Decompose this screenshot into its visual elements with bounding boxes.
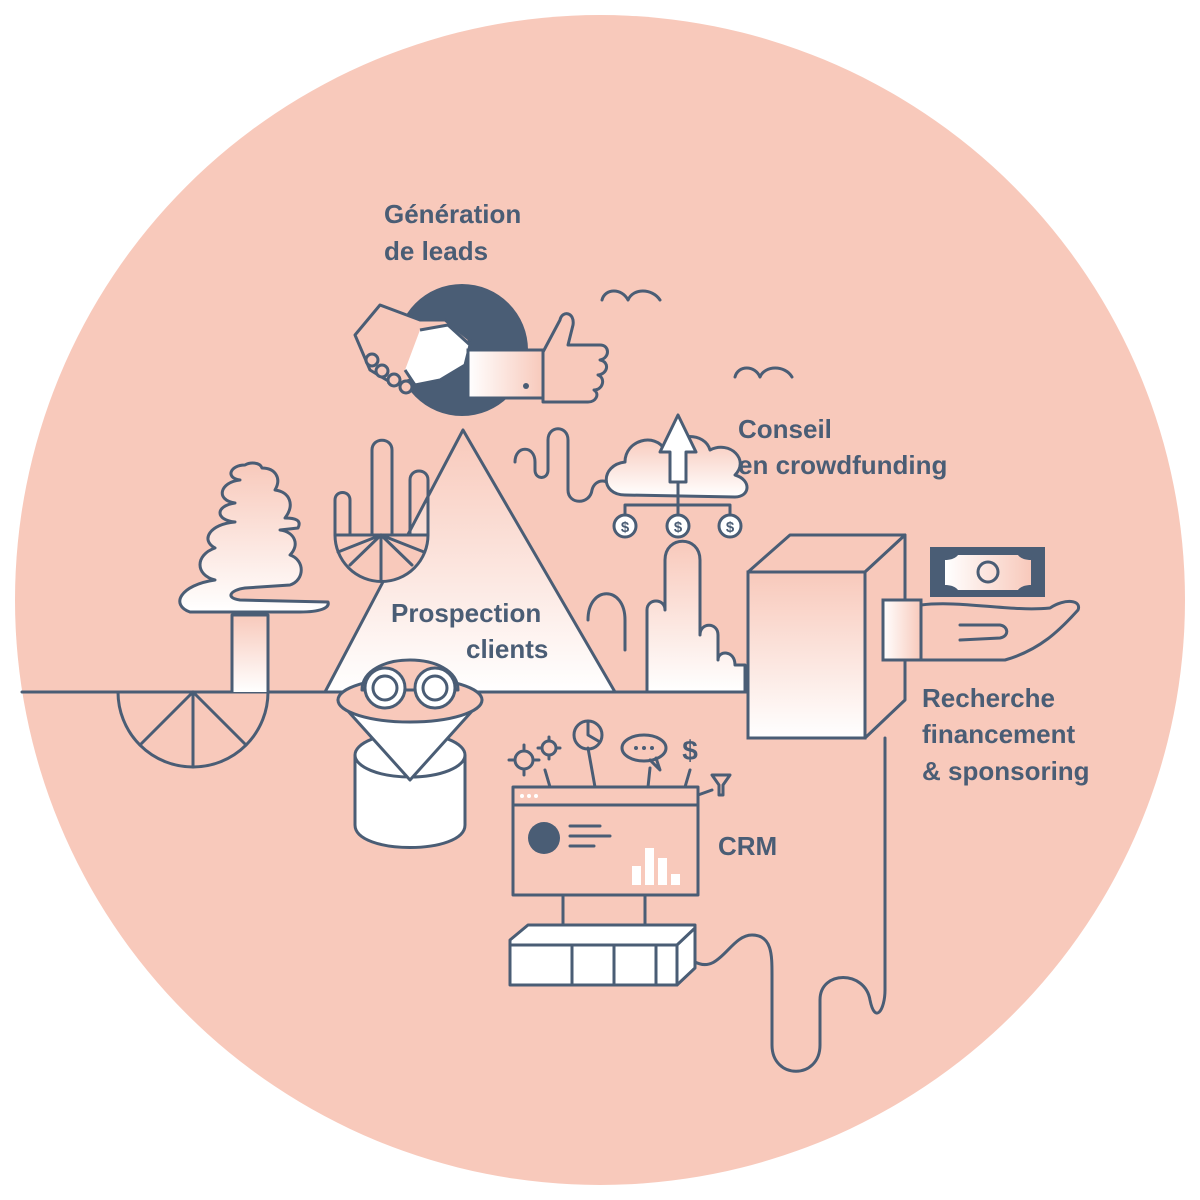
cloud-upload-icon (604, 413, 749, 522)
squiggle-line (513, 427, 614, 503)
thumbs-up-icon (466, 312, 609, 404)
pie-chart-icon (572, 719, 604, 751)
banknote-icon (930, 547, 1045, 597)
background-circle (15, 15, 1185, 1185)
label-prospection-2: clients (466, 634, 548, 664)
gear-icon (507, 735, 562, 777)
bird-icon (733, 366, 794, 379)
label-financing-1: Recherche (922, 683, 1055, 713)
svg-text:$: $ (726, 519, 735, 536)
svg-text:$: $ (682, 735, 698, 766)
cactus-right (586, 539, 747, 694)
cactus-left (333, 438, 430, 583)
safe-box-icon (746, 533, 907, 740)
funnel-icon (696, 773, 732, 797)
label-prospection-1: Prospection (391, 598, 541, 628)
label-crm: CRM (718, 831, 777, 861)
crm-dashboard-icon (508, 746, 700, 987)
label-financing-2: financement (922, 719, 1075, 749)
binoculars-icon (336, 658, 484, 849)
svg-text:$: $ (674, 519, 683, 536)
chat-bubble-icon (620, 733, 668, 772)
open-hand-icon (881, 598, 1081, 662)
dollar-icon: $ (682, 735, 698, 766)
label-crowdfunding-2: en crowdfunding (738, 450, 947, 480)
dollar-coin-icon: $ $ $ (612, 513, 743, 539)
label-lead-generation-2: de leads (384, 236, 488, 266)
half-wheel-left (116, 690, 270, 769)
label-financing-3: & sponsoring (922, 756, 1090, 786)
cable-line (693, 736, 887, 1073)
tree-icon (178, 461, 330, 692)
label-lead-generation-1: Génération (384, 199, 521, 229)
bird-icon (600, 289, 662, 302)
svg-text:$: $ (621, 519, 630, 536)
label-crowdfunding-1: Conseil (738, 414, 832, 444)
